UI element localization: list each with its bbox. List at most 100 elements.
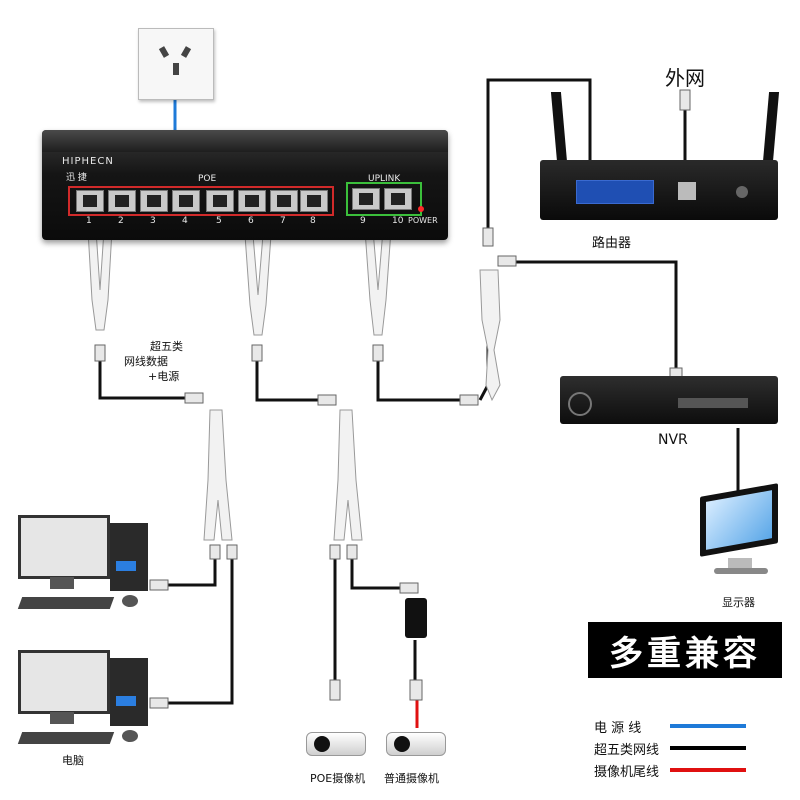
port-number: 3: [150, 216, 156, 226]
port-6: [238, 190, 266, 212]
plug: [409, 679, 423, 701]
power-label: POWER: [408, 216, 438, 225]
poe-camera-label: POE摄像机: [310, 772, 366, 785]
computer-2: [17, 650, 148, 745]
plug: [149, 697, 169, 709]
port-5: [206, 190, 234, 212]
router-label: 路由器: [592, 236, 632, 251]
plug: [317, 394, 337, 406]
pc-tower: [110, 658, 148, 726]
port-9: [352, 188, 380, 210]
port-number: 2: [118, 216, 124, 226]
normal-camera-label: 普通摄像机: [384, 772, 439, 785]
port-1: [76, 190, 104, 212]
cable-router-nvr: [500, 260, 678, 385]
router-wan-port: [678, 182, 696, 200]
power-led: [418, 206, 424, 212]
switch-brand-sub: 迅 捷: [66, 173, 87, 183]
nvr-ports: [678, 398, 748, 408]
poe-camera: [306, 728, 368, 758]
cable-port1: [98, 345, 200, 400]
port-4: [172, 190, 200, 212]
internet-label: 外网: [665, 66, 705, 90]
switch-brand: HIPHECN: [62, 156, 114, 167]
port-3: [140, 190, 168, 212]
splitter-cam: [333, 409, 363, 541]
poe-switch: HIPHECN 迅 捷 POE UPLINK 1 2 3 4 5 6 7 8 9…: [42, 130, 448, 240]
plug: [482, 227, 494, 247]
legend-line-network: [670, 746, 746, 750]
plug: [184, 392, 204, 404]
poe-ports-frame: [68, 186, 334, 216]
plug: [346, 544, 358, 560]
nvr: [560, 376, 778, 424]
pc-mouse: [122, 730, 138, 742]
plug: [329, 544, 341, 560]
cable-normal-cam: [350, 555, 410, 590]
plug: [251, 344, 263, 362]
legend-label-network: 超五类网线: [594, 743, 660, 758]
port-2: [108, 190, 136, 212]
splitter-pc: [203, 409, 233, 541]
port-number: 7: [280, 216, 286, 226]
power-adapter: [405, 598, 427, 638]
router: [540, 92, 780, 220]
legend-line-power: [670, 724, 746, 728]
plug: [149, 579, 169, 591]
port-number: 6: [248, 216, 254, 226]
outlet-socket-icon: [157, 43, 195, 83]
plug: [497, 255, 517, 267]
legend-label-camera-tail: 摄像机尾线: [594, 765, 660, 780]
nvr-label: NVR: [658, 432, 688, 448]
port-number: 1: [86, 216, 92, 226]
pc-tower: [110, 523, 148, 591]
nvr-hdd-fan-icon: [568, 392, 592, 416]
splitter-port6: [244, 234, 272, 336]
cable-router-lan: [486, 78, 592, 240]
cable-note-1: 超五类: [150, 340, 183, 353]
pc-keyboard: [17, 597, 115, 609]
uplink-ports-frame: [346, 182, 422, 216]
monitor-label: 显示器: [722, 596, 755, 609]
port-7: [270, 190, 298, 212]
cable-uplink-out: [376, 355, 470, 402]
compatibility-banner: 多重兼容: [588, 622, 782, 678]
plug: [679, 89, 691, 111]
plug: [399, 582, 419, 594]
cable-note-3: +电源: [148, 370, 180, 383]
router-power-jack: [736, 186, 748, 198]
legend-label-power: 电 源 线: [594, 721, 642, 736]
normal-camera: [386, 728, 448, 758]
port-number: 4: [182, 216, 188, 226]
splitter-router: [479, 269, 501, 402]
plug: [94, 344, 106, 362]
uplink-label: UPLINK: [368, 174, 401, 184]
splitter-port1: [87, 229, 113, 331]
pc-monitor: [18, 515, 110, 579]
plug: [209, 544, 221, 560]
cable-port6: [255, 355, 330, 402]
router-lan-ports: [576, 180, 654, 204]
computer-1: [17, 515, 148, 610]
plug: [459, 394, 479, 406]
legend-line-camera-tail: [670, 768, 746, 772]
port-8: [300, 190, 328, 212]
poe-label: POE: [198, 174, 217, 184]
pc-keyboard: [17, 732, 115, 744]
pc-mouse: [122, 595, 138, 607]
cable-pc2: [150, 555, 234, 705]
computer-label: 电脑: [62, 754, 84, 767]
port-number: 8: [310, 216, 316, 226]
port-number: 9: [360, 216, 366, 226]
pc-monitor: [18, 650, 110, 714]
wall-outlet: [138, 28, 214, 100]
splitter-uplink: [364, 229, 392, 336]
plug: [372, 344, 384, 362]
cable-pc1: [150, 555, 217, 587]
plug: [329, 679, 341, 701]
cable-note-2: 网线数据: [124, 355, 168, 368]
plug: [226, 544, 238, 560]
monitor: [700, 483, 780, 582]
port-number: 5: [216, 216, 222, 226]
